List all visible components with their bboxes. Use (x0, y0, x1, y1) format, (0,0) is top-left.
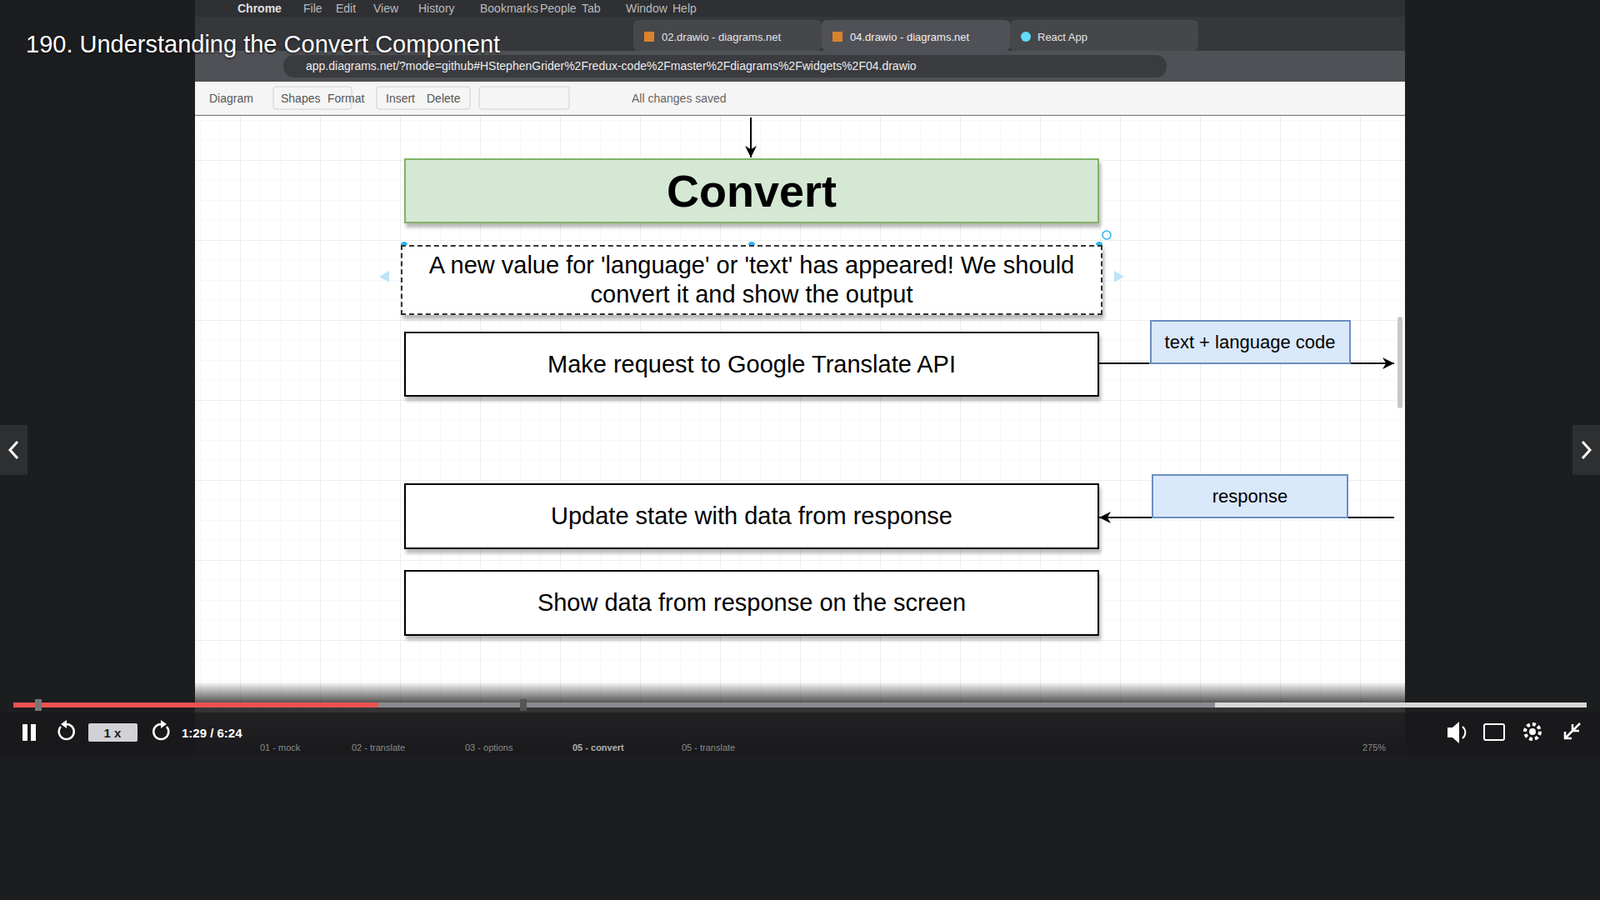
canvas-grid (195, 115, 1405, 755)
heading-box: Convert (404, 158, 1100, 224)
ui-label: 1 x (104, 725, 122, 740)
box-text: response (1202, 485, 1299, 508)
incoming-line (1348, 516, 1395, 519)
hover-arrow (1114, 270, 1125, 283)
note-box: A new value for 'language' or 'text' has… (400, 245, 1103, 315)
process-box: Make request to Google Translate API (404, 331, 1100, 397)
toolbar-spacer (375, 86, 376, 110)
incoming-arrow (750, 117, 752, 158)
toolbar-button (479, 86, 570, 110)
prev-button (0, 425, 28, 475)
settings-icon (1529, 728, 1536, 735)
hover-arrow (379, 270, 390, 283)
ui-label: 1:29 / 6:24 (181, 725, 243, 740)
tab-icon (832, 31, 843, 42)
next-icon (1582, 441, 1590, 459)
process-box: Update state with data from response (404, 483, 1100, 550)
captions-icon (1484, 724, 1505, 740)
progress-played (13, 702, 379, 708)
ui-label: 01 - mock (260, 742, 300, 753)
ui-label: Chrome (237, 1, 282, 15)
toolbar-border (195, 115, 1405, 116)
connector (1099, 362, 1150, 365)
toolbar-button (376, 86, 470, 110)
progress-marker (520, 699, 527, 711)
lesson-title: 190. Understanding the Convert Component (25, 30, 500, 59)
progress-track (13, 702, 1587, 708)
next-button (1572, 425, 1600, 475)
ui-label: 04.drawio - diagrams.net (850, 30, 970, 44)
ui-label: 275% (1362, 742, 1386, 753)
box-text: A new value for 'language' or 'text' has… (402, 250, 1101, 310)
process-box: Show data from response on the screen (404, 570, 1100, 636)
ui-label: Window (625, 1, 668, 15)
ui-label: 02 - translate (351, 742, 405, 753)
box-text: Show data from response on the screen (527, 589, 976, 617)
tab-icon (1020, 31, 1031, 42)
label-box: text + language code (1150, 320, 1351, 365)
box-text: Update state with data from response (540, 502, 963, 530)
rewind-icon (60, 720, 67, 729)
ui-label: History (418, 1, 455, 15)
ui-label: File (303, 1, 323, 15)
label-box: response (1151, 474, 1349, 519)
ui-label: People (540, 1, 577, 15)
volume-icon (1447, 721, 1460, 744)
browser-tab (821, 20, 1010, 51)
ui-label: Shapes (280, 91, 320, 105)
prev-icon (10, 441, 18, 459)
menu-bar (195, 0, 1405, 17)
settings-icon (1525, 724, 1540, 740)
ui-label: Insert (385, 91, 415, 105)
ui-label: 02.drawio - diagrams.net (661, 30, 781, 44)
browser-tab (633, 20, 822, 51)
scrollbar (1397, 316, 1403, 409)
ui-label: 05 - convert (572, 742, 625, 753)
outgoing-line (1348, 362, 1395, 365)
box-text: text + language code (1155, 331, 1346, 354)
progress-buffer (13, 702, 1215, 708)
progress-marker (35, 699, 42, 711)
address-field (283, 55, 1167, 78)
tab-icon (644, 31, 655, 42)
box-text: Make request to Google Translate API (537, 350, 966, 379)
box-text: Convert (656, 165, 847, 217)
rotate-handle (1102, 230, 1111, 240)
ui-label: Format (327, 91, 365, 105)
ui-label: All changes saved (631, 91, 727, 105)
editor-toolbar (195, 81, 1405, 115)
browser-tab (1010, 20, 1199, 51)
ui-label: 05 - translate (681, 742, 735, 753)
ui-label: React App (1037, 30, 1088, 44)
ui-label: Help (672, 1, 697, 15)
pause-icon (22, 724, 28, 741)
controls-band (0, 712, 1600, 755)
ui-label: Tab (581, 1, 601, 15)
ui-label: Edit (335, 1, 356, 15)
connector (1099, 516, 1152, 519)
ui-label: Bookmarks (480, 1, 539, 15)
ui-label: Delete (426, 91, 460, 105)
ui-label: 03 - options (465, 742, 513, 753)
canvas (195, 115, 1405, 755)
ui-label: View (373, 1, 399, 15)
volume-icon (1462, 726, 1465, 739)
ui-label: app.diagrams.net/?mode=github#HStephenGr… (305, 59, 917, 73)
pause-icon (30, 724, 36, 741)
minimize-icon (1565, 723, 1580, 739)
ui-label: Diagram (209, 91, 254, 105)
speed-button (88, 723, 138, 742)
forward-icon (160, 720, 167, 729)
